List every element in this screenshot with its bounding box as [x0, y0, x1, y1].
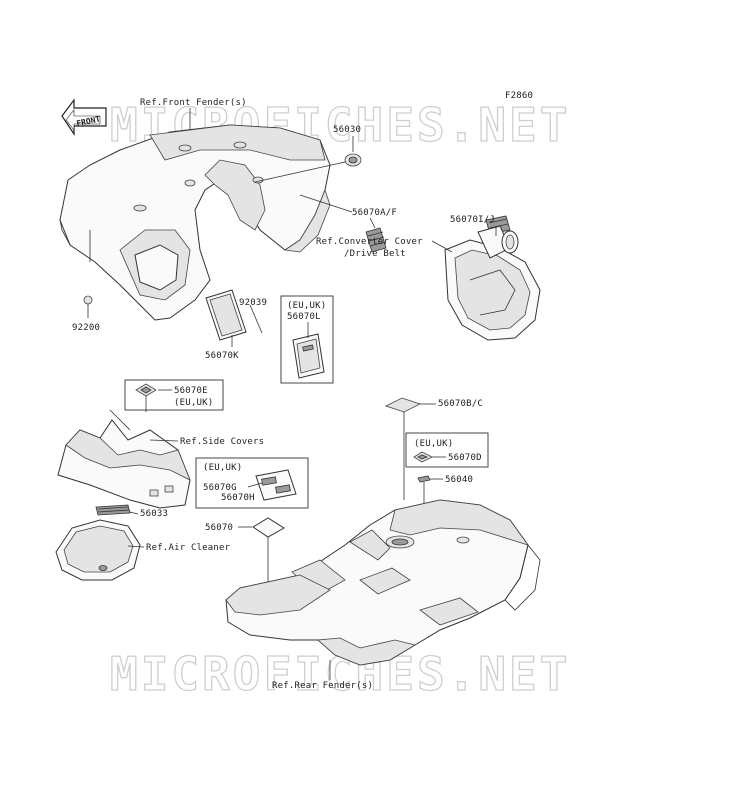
part-56070gh-decal — [255, 469, 297, 501]
part-56070af-label: 56070A/F — [352, 208, 397, 218]
part-56070gh-region: (EU,UK) — [203, 463, 242, 473]
ref-air-cleaner: Ref.Air Cleaner — [146, 543, 231, 553]
ref-front-fender: Ref.Front Fender(s) — [140, 98, 247, 108]
part-56070g-label: 56070G — [203, 483, 237, 493]
part-56070l-decal — [292, 333, 325, 379]
part-56070k-label: 56070K — [205, 351, 239, 361]
part-56070gh-box — [195, 457, 309, 509]
part-56070ij-label: 56070I/J — [450, 215, 495, 225]
figure-code: F2860 — [505, 91, 533, 101]
part-56040-tab — [417, 475, 431, 483]
front-fender-illustration — [59, 124, 331, 321]
converter-cover-illustration — [444, 225, 541, 341]
part-56070e-region: (EU,UK) — [174, 398, 213, 408]
rear-fender-illustration — [225, 499, 541, 666]
side-covers-illustration — [57, 409, 191, 509]
part-56070l-box — [280, 295, 334, 384]
part-56070k-plate — [205, 289, 247, 341]
part-56040-label: 56040 — [445, 475, 473, 485]
part-56070l-label: 56070L — [287, 312, 321, 322]
part-56070af-decal — [365, 227, 387, 253]
part-56070h-label: 56070H — [221, 493, 255, 503]
ref-side-covers: Ref.Side Covers — [180, 437, 264, 447]
part-56070d-region: (EU,UK) — [414, 439, 453, 449]
part-92200-clip — [83, 295, 93, 305]
part-56070e-box — [124, 379, 224, 411]
part-56070d-label: 56070D — [448, 453, 482, 463]
part-56070-decal — [252, 517, 285, 538]
part-56033-label: 56033 — [140, 509, 168, 519]
ref-rear-fender: Ref.Rear Fender(s) — [272, 681, 373, 691]
part-56070l-region: (EU,UK) — [287, 301, 326, 311]
part-92039-label: 92039 — [239, 298, 267, 308]
part-56070e-label: 56070E — [174, 386, 208, 396]
part-92039-rivet — [249, 304, 263, 334]
ref-converter-cover-line1: Ref.Converter Cover — [316, 237, 423, 247]
ref-converter-cover-line2: /Drive Belt — [344, 249, 406, 259]
part-56070bc-label: 56070B/C — [438, 399, 483, 409]
part-56070bc-decal — [384, 397, 422, 413]
part-56030-grommet — [344, 153, 362, 167]
front-arrow-icon: FRONT — [61, 98, 107, 136]
part-56070-label: 56070 — [205, 523, 233, 533]
part-92200-label: 92200 — [72, 323, 100, 333]
part-56070d-box — [405, 432, 489, 468]
part-56030-label: 56030 — [333, 125, 361, 135]
part-56070d-decal — [413, 451, 433, 463]
air-cleaner-illustration — [55, 519, 141, 581]
part-56070e-decal — [135, 383, 157, 397]
part-56033-decal — [95, 504, 131, 516]
